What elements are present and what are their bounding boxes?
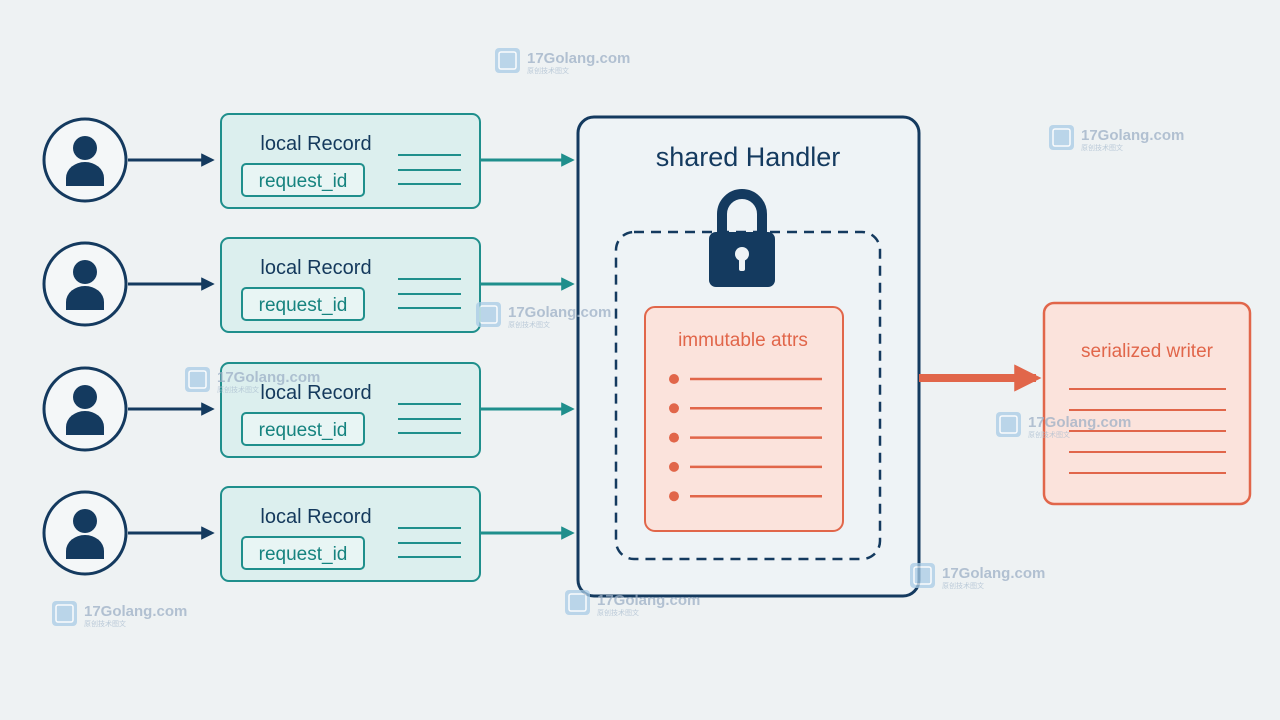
watermark-logo-icon bbox=[185, 367, 210, 392]
record-title: local Record bbox=[260, 257, 371, 279]
watermark-subtext: 原创技术图文 bbox=[527, 66, 569, 75]
serialized-writer: serialized writer bbox=[1042, 301, 1252, 506]
record-title: local Record bbox=[260, 382, 371, 404]
user-icon bbox=[42, 490, 128, 576]
attr-bullet bbox=[669, 491, 679, 502]
record-title: local Record bbox=[260, 506, 371, 528]
watermark-text: 17Golang.com bbox=[84, 603, 187, 620]
request-row: local Record request_id bbox=[42, 113, 575, 209]
attr-item bbox=[669, 461, 822, 472]
writer-title: serialized writer bbox=[1081, 341, 1214, 362]
shared-handler: shared Handler immutable attrs bbox=[576, 115, 921, 598]
watermark-logo-icon bbox=[495, 48, 520, 73]
watermark-subtext: 原创技术图文 bbox=[1028, 430, 1070, 439]
attr-list bbox=[669, 374, 822, 502]
attr-item bbox=[669, 491, 822, 502]
user-icon bbox=[42, 117, 128, 203]
watermarks: 17Golang.com原创技术图文17Golang.com原创技术图文17Go… bbox=[52, 48, 1184, 628]
request-id-field bbox=[241, 536, 365, 570]
watermark-text: 17Golang.com bbox=[942, 565, 1045, 582]
request-row: local Record request_id bbox=[42, 362, 575, 458]
writer-lines bbox=[1069, 388, 1226, 474]
watermark-text: 17Golang.com bbox=[217, 369, 320, 386]
attr-bullet bbox=[669, 432, 679, 443]
request-id-label: request_id bbox=[259, 544, 348, 565]
watermark-subtext: 原创技术图文 bbox=[508, 320, 550, 329]
user-icon bbox=[42, 366, 128, 452]
watermark-logo-icon bbox=[52, 601, 77, 626]
watermark-logo-icon bbox=[476, 302, 501, 327]
request-id-label: request_id bbox=[259, 295, 348, 316]
watermark-subtext: 原创技术图文 bbox=[1081, 143, 1123, 152]
watermark-text: 17Golang.com bbox=[527, 50, 630, 67]
user-icon bbox=[42, 241, 128, 327]
request-id-field bbox=[241, 412, 365, 446]
attr-bullet bbox=[669, 461, 679, 472]
watermark-logo-icon bbox=[565, 590, 590, 615]
watermark-subtext: 原创技术图文 bbox=[84, 619, 126, 628]
writer-box bbox=[1042, 301, 1252, 506]
request-row: local Record request_id bbox=[42, 237, 575, 333]
watermark-text: 17Golang.com bbox=[508, 304, 611, 321]
watermark-subtext: 原创技术图文 bbox=[217, 385, 259, 394]
immutable-attrs-box bbox=[644, 306, 844, 532]
immutable-attrs-title: immutable attrs bbox=[678, 330, 808, 351]
watermark-text: 17Golang.com bbox=[597, 592, 700, 609]
lock-scope-dashed-box bbox=[614, 230, 882, 561]
watermark-logo-icon bbox=[910, 563, 935, 588]
attr-bullet bbox=[669, 374, 679, 384]
request-id-field bbox=[241, 163, 365, 197]
watermark-logo-icon bbox=[1049, 125, 1074, 150]
watermark-text: 17Golang.com bbox=[1028, 414, 1131, 431]
record-title: local Record bbox=[260, 133, 371, 155]
request-id-label: request_id bbox=[259, 420, 348, 441]
attr-item bbox=[669, 432, 822, 443]
watermark-subtext: 原创技术图文 bbox=[942, 581, 984, 590]
attr-bullet bbox=[669, 403, 679, 414]
attr-item bbox=[669, 374, 822, 384]
request-id-field bbox=[241, 287, 365, 321]
attr-item bbox=[669, 403, 822, 414]
watermark-subtext: 原创技术图文 bbox=[597, 608, 639, 617]
handler-title: shared Handler bbox=[656, 142, 841, 172]
request-id-label: request_id bbox=[259, 171, 348, 192]
padlock-icon bbox=[709, 189, 775, 287]
request-row: local Record request_id bbox=[42, 486, 575, 582]
watermark-logo-icon bbox=[996, 412, 1021, 437]
watermark-text: 17Golang.com bbox=[1081, 127, 1184, 144]
